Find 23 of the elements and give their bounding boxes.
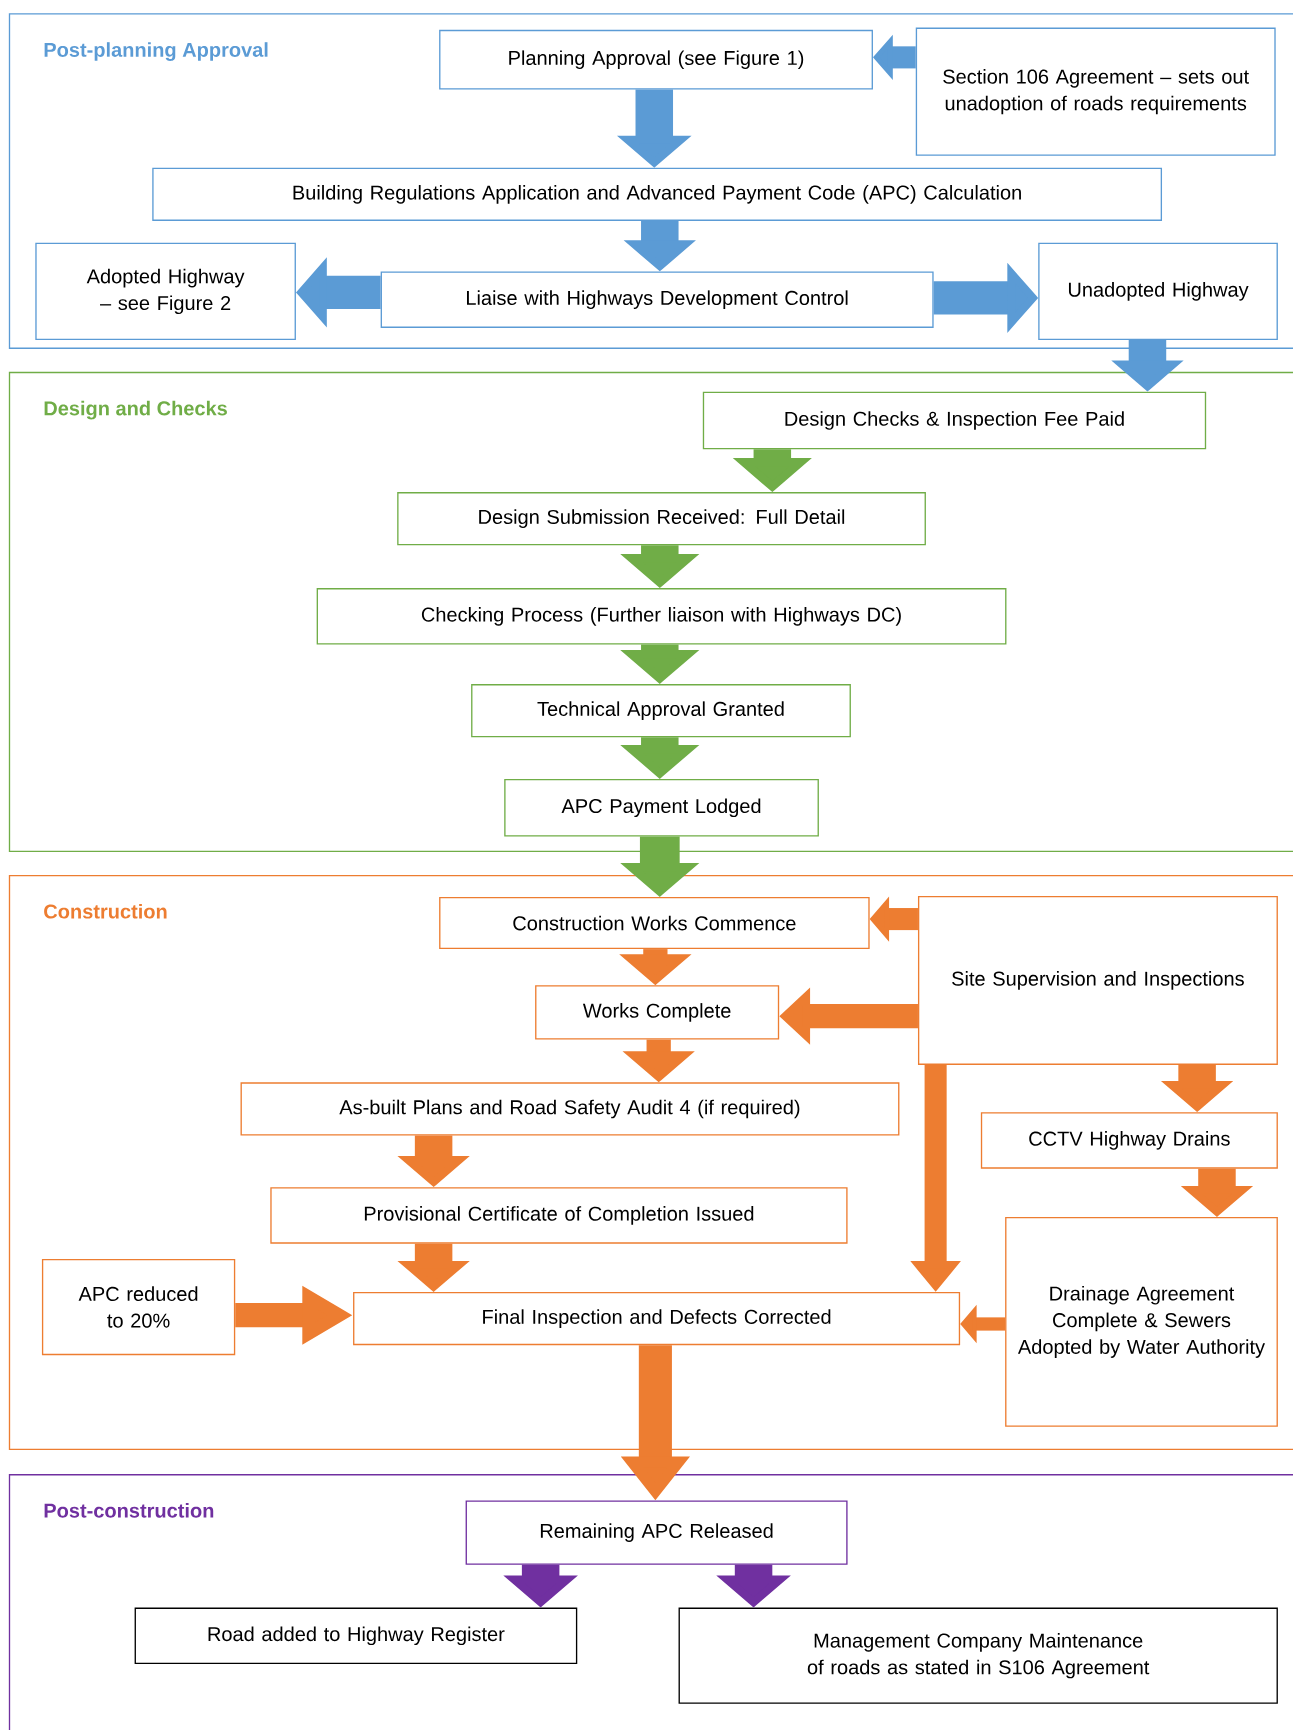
process-box: CCTV Highway Drains xyxy=(980,1112,1278,1169)
process-box: Design Submission Received: Full Detail xyxy=(397,492,926,546)
process-box: APC Payment Lodged xyxy=(504,778,819,837)
process-box: Checking Process (Further liaison with Highways DC) xyxy=(316,588,1007,645)
process-box: Management Company Maintenance of roads as stated in S106 Agreement xyxy=(678,1607,1278,1704)
process-box: Road added to Highway Register xyxy=(134,1607,578,1665)
process-box: Construction Works Commence xyxy=(439,897,870,950)
process-box: Design Checks & Inspection Fee Paid xyxy=(702,391,1207,450)
process-box: Final Inspection and Defects Corrected xyxy=(353,1292,961,1346)
process-box: Planning Approval (see Figure 1) xyxy=(439,29,873,90)
process-box: Liaise with Highways Development Control xyxy=(380,271,934,328)
process-box: Adopted Highway – see Figure 2 xyxy=(35,242,296,341)
process-box: Works Complete xyxy=(535,985,780,1040)
process-box: Provisional Certificate of Completion Issued xyxy=(270,1187,848,1244)
process-box: Section 106 Agreement – sets out unadoption of roads requirements xyxy=(915,27,1276,156)
process-box: Site Supervision and Inspections xyxy=(917,895,1278,1065)
process-box: Drainage Agreement Complete & Sewers Adopted by Water Authority xyxy=(1005,1216,1278,1427)
process-box: Building Regulations Application and Advanced Payment Code (APC) Calculation xyxy=(152,167,1162,221)
process-box: APC reduced to 20% xyxy=(41,1258,236,1356)
process-box: Technical Approval Granted xyxy=(471,684,851,738)
process-box: Remaining APC Released xyxy=(465,1500,848,1565)
process-box: As-built Plans and Road Safety Audit 4 (if required) xyxy=(240,1082,900,1136)
process-box: Unadopted Highway xyxy=(1038,242,1278,341)
